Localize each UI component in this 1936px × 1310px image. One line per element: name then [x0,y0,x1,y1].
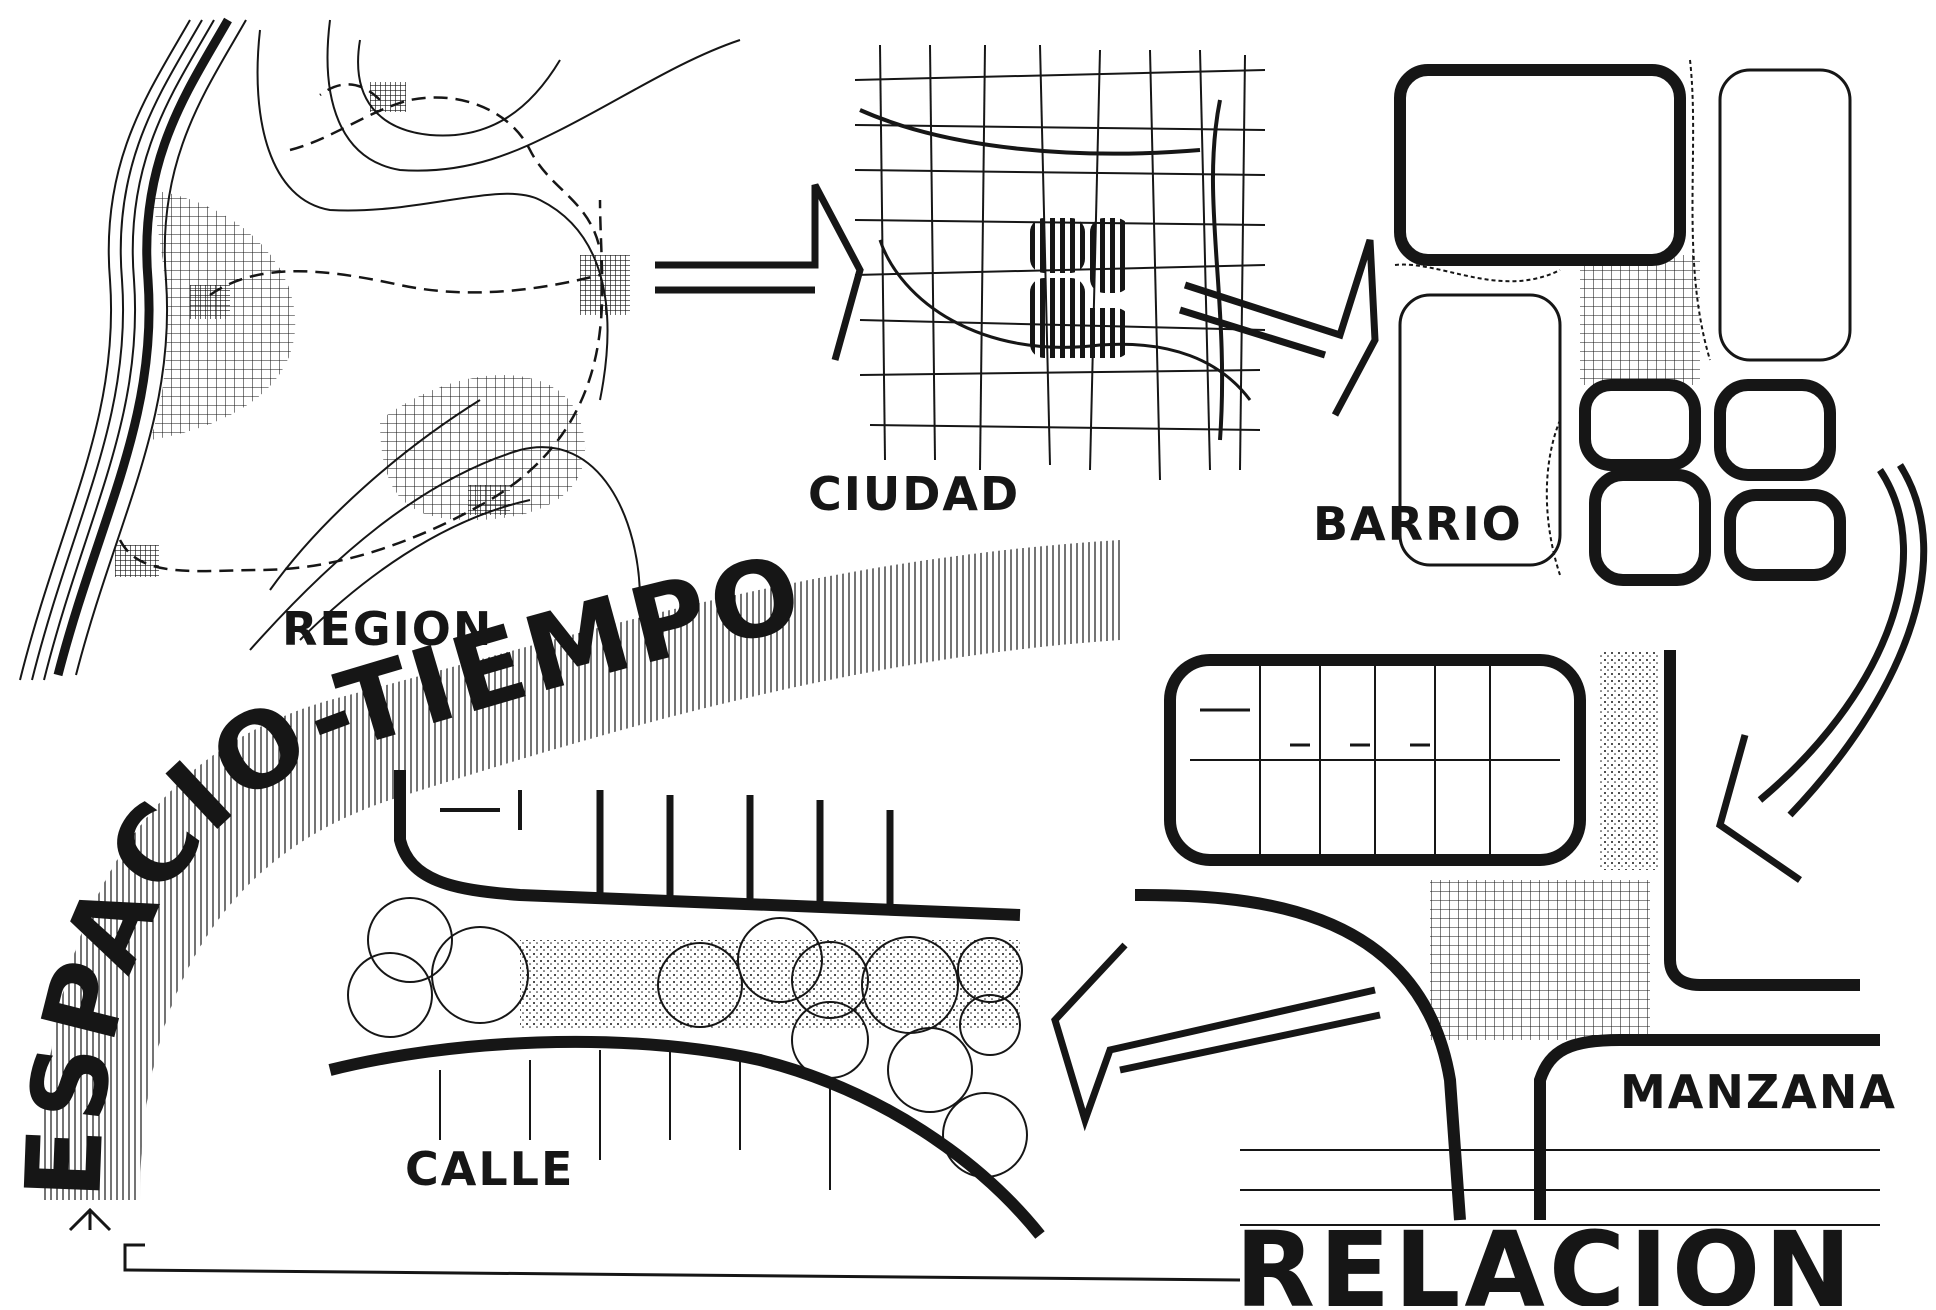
arrow-ciudad-to-barrio [1178,238,1379,417]
barrio-label: BARRIO [1313,497,1523,551]
calle-street [328,770,1045,1239]
arrow-region-to-ciudad [655,183,864,361]
region-map [19,17,741,681]
arrow-barrio-to-manzana [1715,463,1928,883]
relacion-label: RELACION [1235,1209,1855,1306]
return-arrow [68,1207,1241,1282]
ciudad-grid [854,44,1266,481]
espacio-tiempo-band [40,540,1120,1200]
manzana-block [1134,650,1880,1226]
ciudad-label: CIUDAD [808,467,1020,521]
arrow-manzana-to-calle [1051,942,1381,1132]
calle-label: CALLE [405,1142,574,1196]
region-label: REGION [282,602,493,656]
barrio-blocks [1394,59,1852,586]
manzana-label: MANZANA [1620,1065,1897,1119]
